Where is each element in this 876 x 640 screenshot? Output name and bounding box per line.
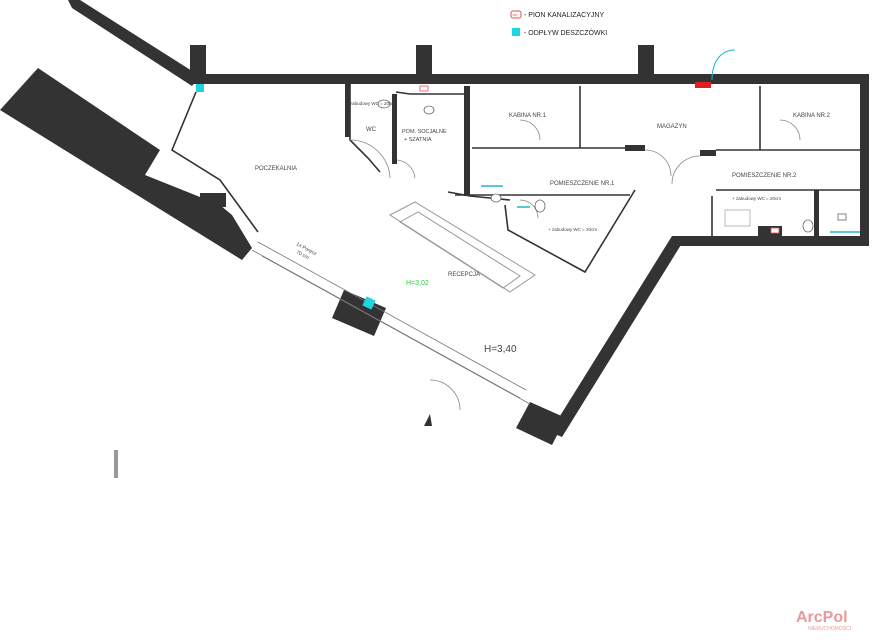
- facade-line: [251, 249, 521, 399]
- wc-note: + zabudowy WC = 20cm: [732, 196, 781, 201]
- partitions: [171, 84, 860, 274]
- door-arc: [396, 159, 416, 179]
- pion-legend-icon: [510, 10, 522, 19]
- room-label-recepcja: RECEPCJA: [448, 272, 480, 278]
- pillar: [638, 45, 654, 82]
- room-label-pom-socjalne: POM. SOCJALNE: [402, 129, 447, 135]
- room-labels: POCZEKALNIA WC POM. SOCJALNE + SZATNIA K…: [255, 101, 831, 355]
- left-diagonal-wall: [68, 0, 200, 86]
- sink-icon: [837, 213, 847, 221]
- wall-piece: [625, 145, 645, 151]
- brand-name: ArcPol: [796, 609, 848, 626]
- pion-marker-icon: [419, 85, 429, 92]
- wc-note: + zabudowy WC = 20cm: [548, 227, 597, 232]
- pion-legend-label: - PION KANALIZACYJNY: [524, 12, 604, 19]
- cyan-line: [711, 49, 736, 81]
- wall-piece: [700, 150, 716, 156]
- wall-piece: [200, 193, 226, 207]
- pion-marker-icon: [770, 227, 780, 234]
- right-diagonal-wall: [550, 236, 684, 437]
- room-label-wc: WC: [366, 127, 377, 133]
- door-arc: [349, 139, 391, 179]
- height-label-main: H=3,40: [484, 344, 517, 355]
- partition-line: [395, 91, 464, 95]
- cabinet-icon: [724, 209, 751, 227]
- sink-icon: [490, 193, 502, 203]
- brand-tagline: NIERUCHOMOŚCI: [808, 624, 851, 632]
- sink-icon: [423, 105, 435, 115]
- height-label-inner: H=3,02: [406, 280, 429, 287]
- door-arc: [429, 379, 461, 411]
- door-arc: [671, 155, 701, 185]
- odplyw-legend-label: - ODPŁYW DESZCZÓWKI: [524, 28, 607, 37]
- pion-marker: [695, 82, 711, 88]
- bottom-column: [516, 402, 566, 445]
- right-wall: [860, 74, 869, 246]
- left-dark-block: [0, 68, 252, 260]
- toilet-icon: [802, 219, 814, 233]
- north-arrow-icon: [424, 414, 432, 426]
- partition-line: [504, 189, 636, 274]
- facade-line: [261, 255, 531, 405]
- door-arc: [644, 149, 672, 177]
- door-arc: [519, 199, 539, 219]
- reception-desk-inner: [399, 211, 521, 289]
- partition-line: [349, 84, 381, 173]
- wc-note: + zabudowy WC = 20cm: [346, 101, 395, 106]
- room-label-kabina2: KABINA NR.2: [793, 113, 831, 119]
- brand-logo: ArcPol NIERUCHOMOŚCI: [796, 609, 851, 632]
- room-label-kabina1: KABINA NR.1: [509, 113, 547, 119]
- scale-bar: [114, 450, 118, 478]
- fixtures: [377, 99, 847, 233]
- toilet-icon: [377, 99, 391, 109]
- center-pillar: [332, 290, 386, 336]
- wall-piece: [345, 82, 350, 137]
- odplyw-legend-icon: [512, 28, 520, 36]
- facade-line: [257, 241, 527, 391]
- odplyw-marker: [196, 84, 204, 92]
- wall-piece: [392, 94, 397, 164]
- pillar: [416, 45, 432, 82]
- room-label-poczekalnia: POCZEKALNIA: [255, 166, 297, 172]
- room-label-magazyn: MAGAZYN: [657, 124, 687, 130]
- doors: [349, 119, 801, 411]
- door-arc: [779, 119, 801, 141]
- reception-desk: [389, 201, 536, 293]
- odplyw-marker: [362, 296, 376, 310]
- partition-line: [171, 91, 259, 233]
- toilet-icon: [534, 199, 546, 213]
- facade-windows: [251, 241, 531, 405]
- room-label-szatnia: + SZATNIA: [404, 137, 432, 143]
- pion-legend-symbol: PK: [513, 13, 519, 18]
- markers: [114, 49, 860, 478]
- railing-note: 70 cm: [295, 249, 310, 261]
- room-label-pomieszczenie1: POMIESZCZENIE NR.1: [550, 181, 615, 187]
- wall-piece: [464, 86, 470, 196]
- wall-piece: [814, 190, 819, 238]
- door-arc: [519, 119, 541, 141]
- room-label-pomieszczenie2: POMIESZCZENIE NR.2: [732, 173, 797, 179]
- top-wall: [190, 74, 868, 84]
- legend: PK - PION KANALIZACYJNY - ODPŁYW DESZCZÓ…: [510, 10, 607, 37]
- lower-right-wall: [672, 236, 869, 246]
